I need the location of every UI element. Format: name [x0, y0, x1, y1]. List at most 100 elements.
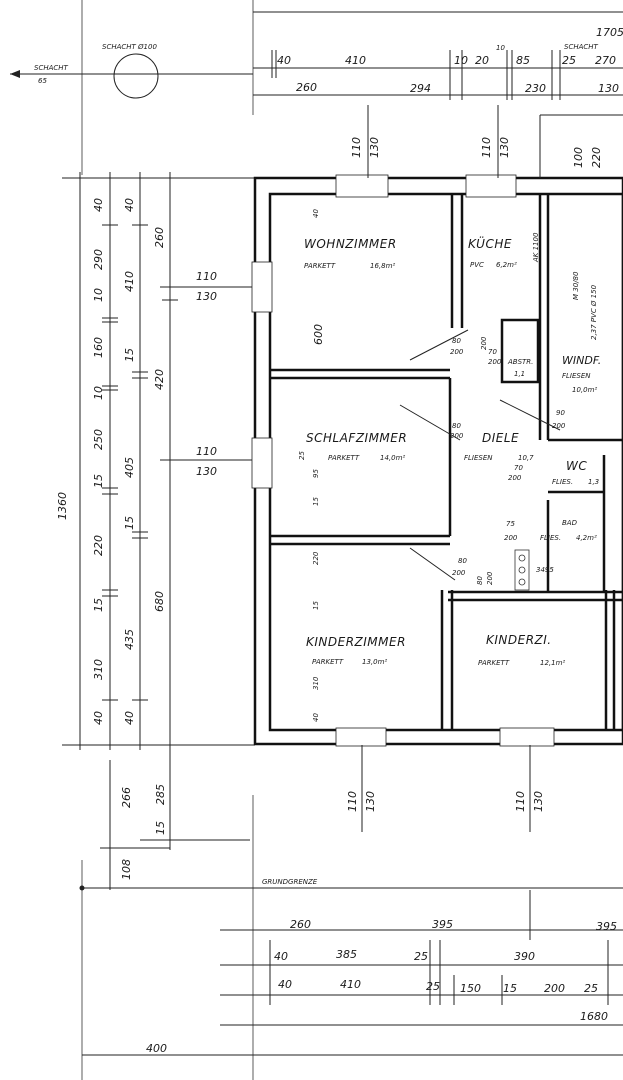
win-left2-b: 130 — [196, 465, 217, 478]
room-name: KINDERZI. — [486, 633, 552, 647]
dim-kz-h: 220 — [312, 551, 320, 565]
dim-bot-r1-2: 395 — [596, 920, 617, 933]
dim-wz-depth: 600 — [312, 324, 325, 345]
left-dims-col2: 40 410 15 405 15 435 40 — [123, 198, 136, 725]
win-top3-b: 220 — [590, 147, 603, 168]
room-floor: FLIESEN — [464, 454, 493, 462]
room-name: BAD — [562, 519, 578, 527]
dim-wz-40: 40 — [312, 209, 320, 218]
room-floor: FLIES. — [552, 478, 573, 486]
dim-top-r1-1: 410 — [345, 54, 366, 67]
label-schacht-left: SCHACHT — [34, 64, 69, 72]
door4-h: 200 — [450, 432, 464, 440]
left-dims-col1: 40 290 10 160 10 250 15 220 15 310 40 — [92, 198, 105, 725]
door7-h: 200 — [504, 534, 518, 542]
dim-bot-left: 400 — [146, 1042, 167, 1055]
dim-left-c1-8: 15 — [92, 598, 105, 612]
dim-left-c2-3: 405 — [123, 457, 136, 478]
win-left2-a: 110 — [196, 445, 217, 458]
dim-left-c1-5: 250 — [92, 429, 105, 450]
dim-bot-r1-1: 395 — [432, 918, 453, 931]
dim-bot-overall: 1680 — [580, 1010, 608, 1023]
dim-left-c1-4: 10 — [92, 386, 105, 400]
label-schacht-top: SCHACHT Ø100 — [102, 43, 157, 51]
dim-left-total: 1360 — [56, 492, 69, 520]
dim-top-r1-5: 25 — [562, 54, 576, 67]
room-bad: BAD FLIES. 4,2m² 3495 — [514, 519, 597, 591]
dim-bot-r3-1: 410 — [340, 978, 361, 991]
label-schacht-right: SCHACHT — [564, 43, 599, 51]
dim-left-c1-1: 290 — [92, 249, 105, 270]
room-floor: PVC — [470, 261, 484, 269]
schacht-circle — [113, 53, 159, 99]
room-area: 6,2m² — [496, 261, 517, 269]
door-dims: 80 200 200 70 200 80 200 90 200 70 200 7… — [399, 329, 566, 585]
dim-left-c1-3: 160 — [92, 337, 105, 358]
dim-top-overall: 1705 — [596, 26, 623, 39]
dim-bot-r3-5: 200 — [544, 982, 565, 995]
room-floor: FLIES. — [540, 534, 561, 542]
door9-w: 80 — [476, 576, 484, 585]
door9-h: 200 — [486, 571, 494, 585]
dim-top-r1-0: 40 — [277, 54, 291, 67]
dim-sz-15: 15 — [312, 497, 320, 506]
left-dims-col3: 260 420 680 — [153, 227, 166, 612]
dim-bot-r2-3: 390 — [514, 950, 535, 963]
dim-left-c2-0: 40 — [123, 198, 136, 212]
win-top2-b: 130 — [498, 137, 511, 158]
dim-left-c2-2: 15 — [123, 348, 136, 362]
dim-top-r1-3: 20 — [475, 54, 489, 67]
door7-w: 75 — [506, 520, 515, 528]
door6-w: 70 — [514, 464, 523, 472]
dim-kz-310: 310 — [312, 676, 320, 690]
room-area: 14,0m² — [380, 454, 405, 462]
win-top3-a: 100 — [572, 147, 585, 168]
label-shower: 3495 — [536, 566, 554, 574]
label-vent: M 30/80 — [572, 271, 580, 300]
win-bot1-a: 110 — [346, 791, 359, 812]
dim-top-r2-0: 260 — [296, 81, 317, 94]
dim-left-c1-6: 15 — [92, 474, 105, 488]
dim-bot-r2-0: 40 — [274, 950, 288, 963]
dim-out-1: 15 — [154, 821, 167, 835]
room-kueche: KÜCHE PVC 6,2m² AK 1100 — [468, 232, 540, 269]
dim-top-r2-1: 294 — [410, 82, 431, 95]
room-area: 10,0m² — [572, 386, 597, 394]
dim-top-r1-6: 270 — [595, 54, 616, 67]
room-abstell: ABSTR. — [507, 358, 533, 366]
dim-out-0: 266 — [120, 787, 133, 808]
dim-top-r2-3: 130 — [598, 82, 619, 95]
win-top1-a: 110 — [350, 137, 363, 158]
dim-bot-r3-3: 150 — [460, 982, 481, 995]
dim-left-c1-9: 310 — [92, 659, 105, 680]
door2-w: 200 — [480, 336, 488, 350]
door6-h: 200 — [508, 474, 522, 482]
dim-left-c3-0: 260 — [153, 227, 166, 248]
door4-w: 80 — [452, 422, 461, 430]
label-vent2: 2,37 PVC Ø 150 — [590, 284, 598, 340]
door8-w: 80 — [458, 557, 467, 565]
room-floor: PARKETT — [304, 262, 336, 270]
win-top2-a: 110 — [480, 137, 493, 158]
win-left1-b: 130 — [196, 290, 217, 303]
door1-w: 80 — [452, 337, 461, 345]
dim-top-r1-4: 85 — [516, 54, 530, 67]
door8-h: 200 — [452, 569, 466, 577]
room-name: DIELE — [482, 431, 519, 445]
dim-sz-w: 25 — [298, 451, 306, 460]
room-name: WINDF. — [562, 354, 601, 367]
door5-h: 200 — [552, 422, 566, 430]
room-floor: PARKETT — [328, 454, 360, 462]
room-area: 10,7 — [518, 454, 534, 462]
dim-left-c2-5: 435 — [123, 629, 136, 650]
dim-left-c2-6: 40 — [123, 711, 136, 725]
dim-top-r2-2: 230 — [525, 82, 546, 95]
win-left1-a: 110 — [196, 270, 217, 283]
room-area: 16,8m² — [370, 262, 395, 270]
dim-left-c2-4: 15 — [123, 516, 136, 530]
door5-w: 90 — [556, 409, 565, 417]
room-name: KÜCHE — [468, 235, 512, 251]
dim-out-3: 108 — [120, 859, 133, 880]
win-bot1-b: 130 — [364, 791, 377, 812]
dim-sz-h: 95 — [312, 469, 320, 478]
